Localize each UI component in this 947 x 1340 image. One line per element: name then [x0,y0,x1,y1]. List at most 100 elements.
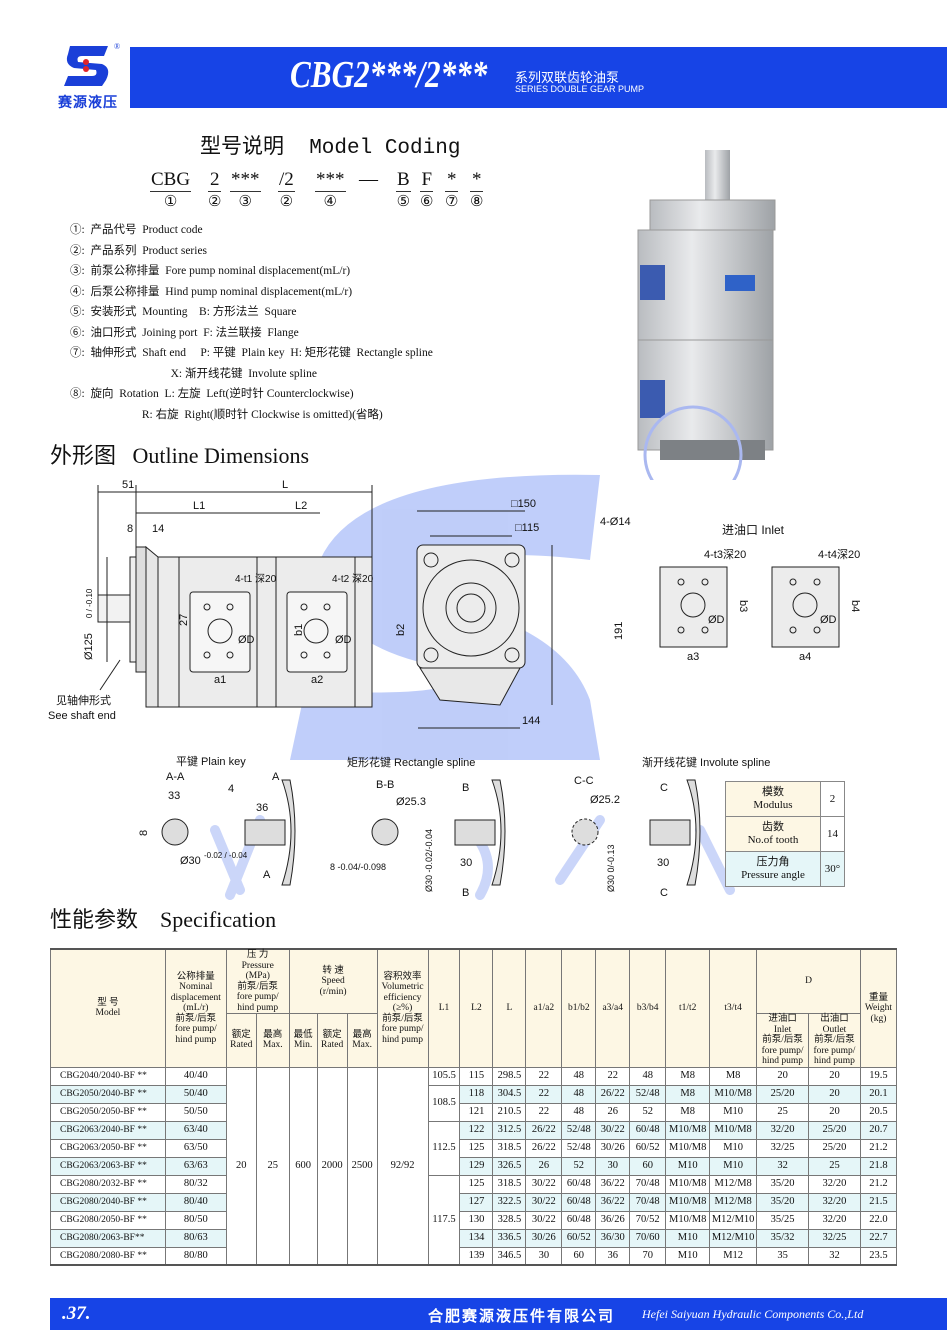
cell-model: CBG2063/2040-BF ** [50,1120,166,1140]
dim-a1: a1 [214,674,226,686]
cell-a3a4: 36/26 [595,1210,631,1230]
cell-t3t4: M12/M8 [709,1192,758,1212]
cell-weight: 19.5 [859,1066,898,1086]
cell-model: CBG2050/2050-BF ** [50,1102,166,1122]
cell-displacement: 63/40 [164,1120,227,1140]
dim-25-2: Ø25.2 [590,794,620,806]
legend-line: ⑥: 油口形式 Joining port F: 法兰联接 Flange [70,326,299,339]
cell-p-rated: 20 [225,1066,257,1266]
cell-b1b2: 60/52 [561,1228,597,1248]
dim-t4: 4-t4深20 [818,548,860,561]
model-coding-title: 型号说明 Model Coding [200,137,461,160]
code-part: *⑦ [445,168,459,212]
col-b1b2: b1/b2 [561,948,597,1068]
cell-t1t2: M10 [665,1246,711,1266]
cell-b1b2: 60/48 [561,1174,597,1194]
cell-outlet: 25/20 [808,1138,861,1158]
col-L2: L2 [459,948,494,1068]
code-part-number: ⑦ [445,194,459,210]
cell-t3t4: M10/M8 [709,1120,758,1140]
cell-L: 318.5 [492,1138,527,1158]
cell-b3b4: 48 [629,1066,667,1086]
cell-L2: 125 [459,1138,494,1158]
cell-displacement: 63/63 [164,1156,227,1176]
cell-b1b2: 52/48 [561,1120,597,1140]
dim-36: 36 [256,802,268,814]
company-name-cn: 合肥赛源液压件有限公司 [428,1309,616,1325]
dim-b4: b4 [849,600,861,612]
col-t3t4: t3/t4 [709,948,758,1068]
dim-150: □150 [511,498,536,510]
code-part-number: ① [163,194,178,210]
col-b3b4: b3/b4 [629,948,667,1068]
cell-displacement: 80/63 [164,1228,227,1248]
dim-30-inv-dia: Ø30 0/-0.13 [606,844,616,892]
cell-b3b4: 60 [629,1156,667,1176]
cell-b3b4: 70/48 [629,1174,667,1194]
cell-L: 328.5 [492,1210,527,1230]
dim-30-rect-dia: Ø30 -0.02/-0.04 [424,829,434,892]
cell-t1t2: M10/M8 [665,1174,711,1194]
cell-b1b2: 48 [561,1084,597,1104]
legend-line: ②: 产品系列 Product series [70,244,208,257]
code-part-value: *** [315,169,346,192]
cut-c-bottom: C [660,887,668,899]
specification-title: 性能参数 Specification [50,907,277,932]
cell-inlet: 32 [756,1156,810,1176]
param-cn: 压力角 [756,856,790,868]
cell-outlet: 32 [808,1246,861,1266]
outline-dimensions-title: 外形图 Outline Dimensions [50,443,310,468]
cell-weight: 23.5 [859,1246,898,1266]
section-a-a: A-A [166,771,185,783]
dim-8: 8 [127,523,133,535]
cell-L1: 108.5 [427,1084,461,1122]
cell-t1t2: M10/M8 [665,1210,711,1230]
cell-a3a4: 36/22 [595,1192,631,1212]
cell-L: 346.5 [492,1246,527,1266]
dim-a3: a3 [687,651,699,663]
cut-c-top: C [660,782,668,794]
cell-b1b2: 48 [561,1066,597,1086]
cell-L: 304.5 [492,1084,527,1104]
cell-t3t4: M8 [709,1066,758,1086]
cell-b1b2: 60 [561,1246,597,1266]
cell-a1a2: 26/22 [525,1120,563,1140]
dim-115: □115 [515,522,539,534]
cell-weight: 21.2 [859,1174,898,1194]
cell-L2: 129 [459,1156,494,1176]
code-part-value: /2 [278,169,295,192]
subtitle-en: SERIES DOUBLE GEAR PUMP [515,84,645,94]
dim-14: 14 [152,523,164,535]
cell-a3a4: 22 [595,1066,631,1086]
legend-line: ④: 后泵公称排量 Hind pump nominal displacement… [70,285,353,298]
cell-b3b4: 60/52 [629,1138,667,1158]
dim-30-plain: Ø30 [180,855,201,867]
cut-b-top: B [462,782,469,794]
logo-s-icon [64,46,109,86]
cell-outlet: 32/20 [808,1210,861,1230]
cell-L2: 139 [459,1246,494,1266]
registered-mark: ® [114,42,121,51]
cell-a3a4: 26 [595,1102,631,1122]
dim-OD-2: ØD [335,634,352,646]
cell-inlet: 25/20 [756,1084,810,1104]
header-text: L [506,1003,513,1013]
cell-outlet: 20 [808,1084,861,1104]
header-text: b3/b4 [636,1003,659,1013]
